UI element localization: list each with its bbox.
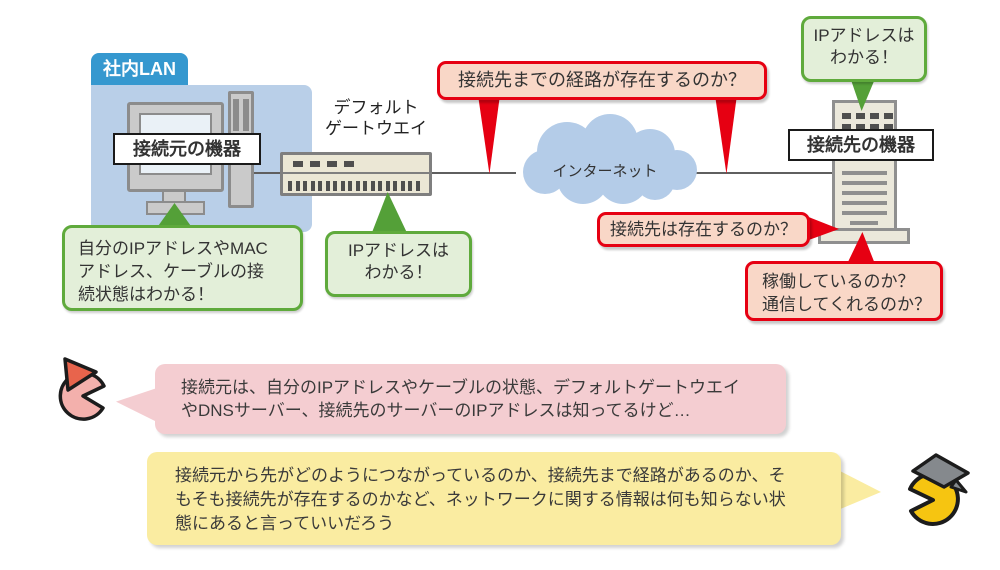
router-port xyxy=(340,181,345,191)
gateway-router-illustration xyxy=(280,152,432,196)
server-vent xyxy=(884,113,893,119)
server-vent xyxy=(842,124,851,130)
exists-question-bubble: 接続先は存在するのか？ xyxy=(597,212,810,247)
router-port xyxy=(303,181,307,191)
alive-question-bubble: 稼働しているのか？ 通信してくれるのか？ xyxy=(745,261,943,321)
pink-bird-mascot xyxy=(58,357,106,421)
tower-slot xyxy=(233,99,239,131)
server-slot xyxy=(842,181,887,185)
gateway-title: デフォルト ゲートウエイ xyxy=(325,98,427,138)
server-slot xyxy=(850,221,878,225)
gateway-known-bubble: IPアドレスは わかる！ xyxy=(325,231,472,297)
server-vent xyxy=(842,113,851,119)
router-port xyxy=(363,181,367,191)
router-port xyxy=(295,181,300,191)
internet-label: インターネット xyxy=(552,163,658,180)
yellow-commentary-bubble: 接続元から先がどのようにつながっているのか、接続先まで経路があるのか、そ もそも… xyxy=(147,452,841,545)
server-slot xyxy=(842,211,887,215)
router-port xyxy=(378,181,382,191)
server-slot xyxy=(842,171,887,175)
server-vent xyxy=(870,124,879,130)
router-led xyxy=(344,161,354,167)
gateway-known-pointer xyxy=(371,192,408,235)
router-divider xyxy=(283,172,429,174)
router-port xyxy=(393,181,397,191)
router-port xyxy=(288,181,292,191)
yellow-bubble-tail xyxy=(838,470,881,510)
cable-internet-to-server xyxy=(695,172,835,174)
tower-slot xyxy=(243,99,249,131)
server-slot xyxy=(842,201,887,205)
router-ports xyxy=(288,181,420,191)
router-port xyxy=(333,181,337,191)
source-device-label: 接続元の機器 xyxy=(113,133,261,165)
router-led xyxy=(327,161,337,167)
router-port xyxy=(408,181,412,191)
pink-bubble-tail xyxy=(116,388,157,422)
lan-zone-tab: 社内LAN xyxy=(91,53,188,85)
destination-known-bubble: IPアドレスは わかる！ xyxy=(801,16,927,82)
route-question-pointer-left xyxy=(478,98,500,174)
source-known-bubble: 自分のIPアドレスやMAC アドレス、ケーブルの接 続状態はわかる！ xyxy=(62,225,303,311)
router-led xyxy=(310,161,320,167)
server-vent xyxy=(870,113,879,119)
router-port xyxy=(385,181,390,191)
router-port xyxy=(310,181,315,191)
server-vent xyxy=(856,124,865,130)
server-vent xyxy=(884,124,893,130)
router-port xyxy=(355,181,360,191)
pink-commentary-bubble: 接続元は、自分のIPアドレスやケーブルの状態、デフォルトゲートウエイ やDNSサ… xyxy=(155,364,786,434)
router-port xyxy=(370,181,375,191)
server-slot xyxy=(842,191,887,195)
router-port xyxy=(415,181,420,191)
destination-device-label: 接続先の機器 xyxy=(788,129,934,161)
route-question-bubble: 接続先までの経路が存在するのか？ xyxy=(437,61,767,100)
server-vent xyxy=(856,113,865,119)
router-port xyxy=(325,181,330,191)
cable-gateway-to-internet xyxy=(430,172,516,174)
router-port xyxy=(348,181,352,191)
internet-cloud xyxy=(523,114,697,204)
cable-pc-to-gateway xyxy=(250,172,282,174)
router-port xyxy=(400,181,405,191)
route-question-pointer-right xyxy=(715,98,737,174)
router-led xyxy=(293,161,303,167)
destination-server-illustration xyxy=(832,100,897,232)
student-bird-mascot xyxy=(908,453,970,526)
router-port xyxy=(318,181,322,191)
